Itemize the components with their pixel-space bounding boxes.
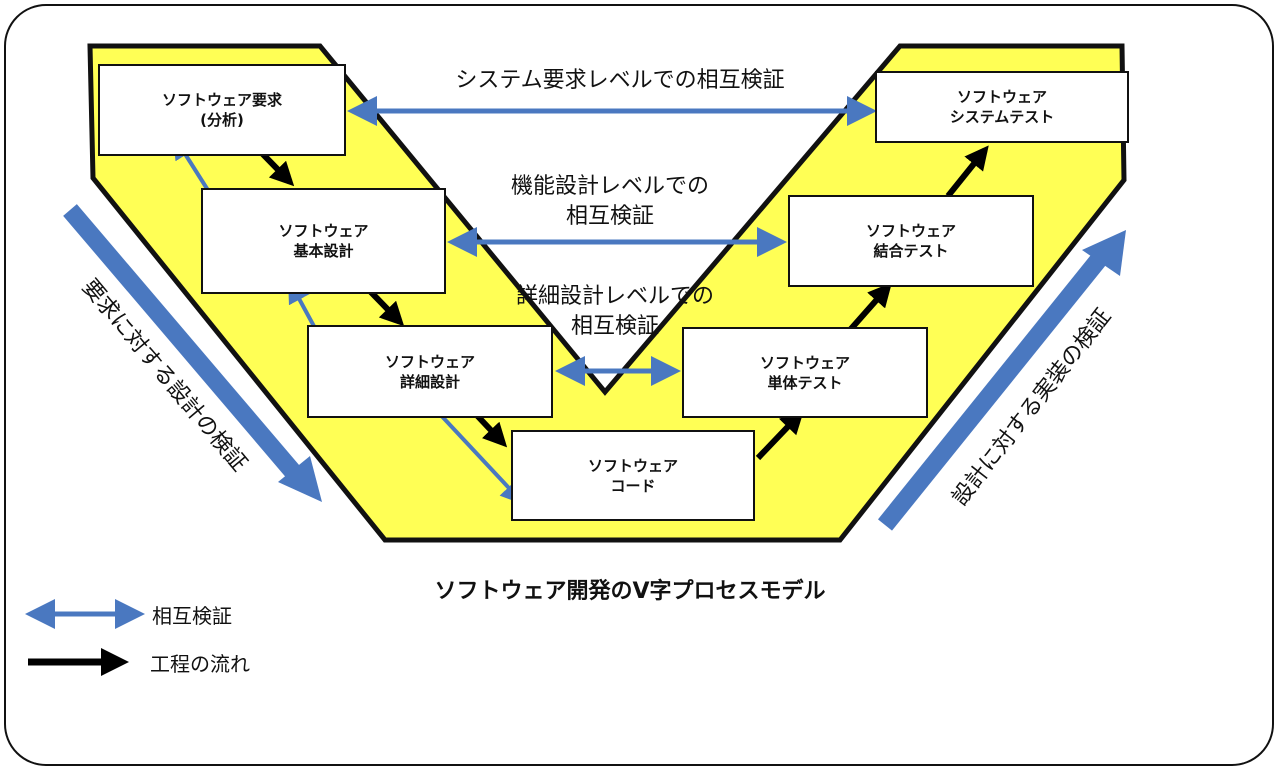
functional-level-line1: 機能設計レベルでの (510, 174, 709, 199)
box-line1: ソフトウェア (384, 352, 475, 371)
diagram-title: ソフトウェア開発のV字プロセスモデル (434, 579, 826, 604)
flow-arrow-code-to-unit (755, 409, 805, 461)
legend-flow-label: 工程の流れ (150, 652, 250, 676)
detailed-level-label: 詳細設計レベルでの 相互検証 (470, 282, 760, 342)
box-integration-test: ソフトウェア 結合テスト (788, 195, 1034, 287)
legend-mutual-label: 相互検証 (152, 604, 232, 628)
box-software-requirements: ソフトウェア要求 (分析) (98, 64, 346, 156)
box-line2: 単体テスト (767, 373, 843, 392)
left-verification-arrow (63, 204, 307, 486)
box-detailed-design: ソフトウェア 詳細設計 (307, 325, 553, 418)
right-verification-arrow (877, 252, 1108, 531)
functional-level-line2: 相互検証 (565, 204, 654, 229)
box-code: ソフトウェア コード (511, 430, 755, 521)
flow-arrow-unit-to-integration (847, 282, 892, 332)
box-line1: ソフトウェア要求 (161, 91, 282, 109)
flow-arrow-integration-to-system (945, 145, 989, 198)
detailed-level-line1: 詳細設計レベルでの (515, 284, 714, 309)
box-line1: ソフトウェア (865, 222, 956, 240)
box-system-test: ソフトウェア システムテスト (875, 71, 1129, 143)
box-line2: コード (610, 476, 656, 495)
box-line2: システムテスト (949, 108, 1055, 126)
box-line2: (分析) (200, 111, 244, 129)
box-unit-test: ソフトウェア 単体テスト (682, 327, 928, 418)
box-line1: ソフトウェア (587, 456, 678, 475)
box-line2: 基本設計 (293, 242, 354, 260)
left-verification-arrowhead (278, 456, 322, 502)
system-level-label: システム要求レベルでの相互検証 (400, 66, 840, 96)
detailed-level-line2: 相互検証 (570, 314, 659, 339)
functional-level-label: 機能設計レベルでの 相互検証 (460, 172, 760, 232)
system-level-text: システム要求レベルでの相互検証 (455, 68, 785, 93)
box-line1: ソフトウェア (759, 353, 850, 372)
right-verification-arrowhead (1082, 230, 1126, 276)
outer-frame (4, 4, 1274, 766)
box-line1: ソフトウェア (278, 222, 369, 240)
box-line2: 結合テスト (873, 242, 949, 260)
box-basic-design: ソフトウェア 基本設計 (201, 188, 446, 294)
box-line1: ソフトウェア (956, 88, 1047, 106)
box-line2: 詳細設計 (399, 372, 460, 391)
